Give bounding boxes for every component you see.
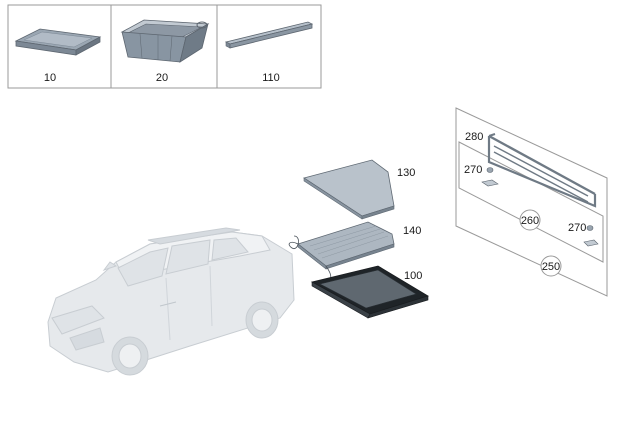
part-10-label: 10 bbox=[44, 72, 56, 84]
callout-280-label: 280 bbox=[465, 131, 483, 143]
thumbnail-strip: 10 20 110 bbox=[7, 4, 322, 89]
callout-140-label: 140 bbox=[403, 225, 421, 237]
part-130-cover-illustration[interactable] bbox=[303, 159, 395, 220]
part-270-clip-illustration[interactable] bbox=[481, 167, 499, 187]
callout-270-upper-label: 270 bbox=[464, 164, 482, 176]
inner-set-frame bbox=[458, 141, 604, 263]
callout-260-circle bbox=[519, 209, 541, 231]
part-100-tray-illustration[interactable] bbox=[310, 265, 429, 319]
thumbnail-frame bbox=[7, 4, 322, 89]
part-110-label: 110 bbox=[262, 72, 280, 84]
callout-100-label: 100 bbox=[404, 270, 422, 282]
part-140-panel-illustration[interactable] bbox=[288, 221, 395, 281]
part-280-rail-illustration[interactable] bbox=[487, 133, 597, 208]
callout-130-label: 130 bbox=[397, 167, 415, 179]
vehicle-illustration bbox=[47, 227, 295, 376]
callout-260-label: 260 bbox=[521, 215, 539, 227]
callout-250-circle bbox=[540, 255, 562, 277]
callout-250-label: 250 bbox=[542, 261, 560, 273]
part-110-strip-illustration[interactable] bbox=[224, 21, 314, 49]
part-20-label: 20 bbox=[156, 72, 168, 84]
callout-270-lower-label: 270 bbox=[568, 222, 586, 234]
part-20-box-illustration[interactable] bbox=[120, 19, 210, 63]
rail-set-panel: 280 270 260 270 250 bbox=[455, 107, 608, 297]
part-270-clip-lower-illustration[interactable] bbox=[583, 225, 599, 247]
part-10-tray-illustration[interactable] bbox=[14, 28, 102, 56]
